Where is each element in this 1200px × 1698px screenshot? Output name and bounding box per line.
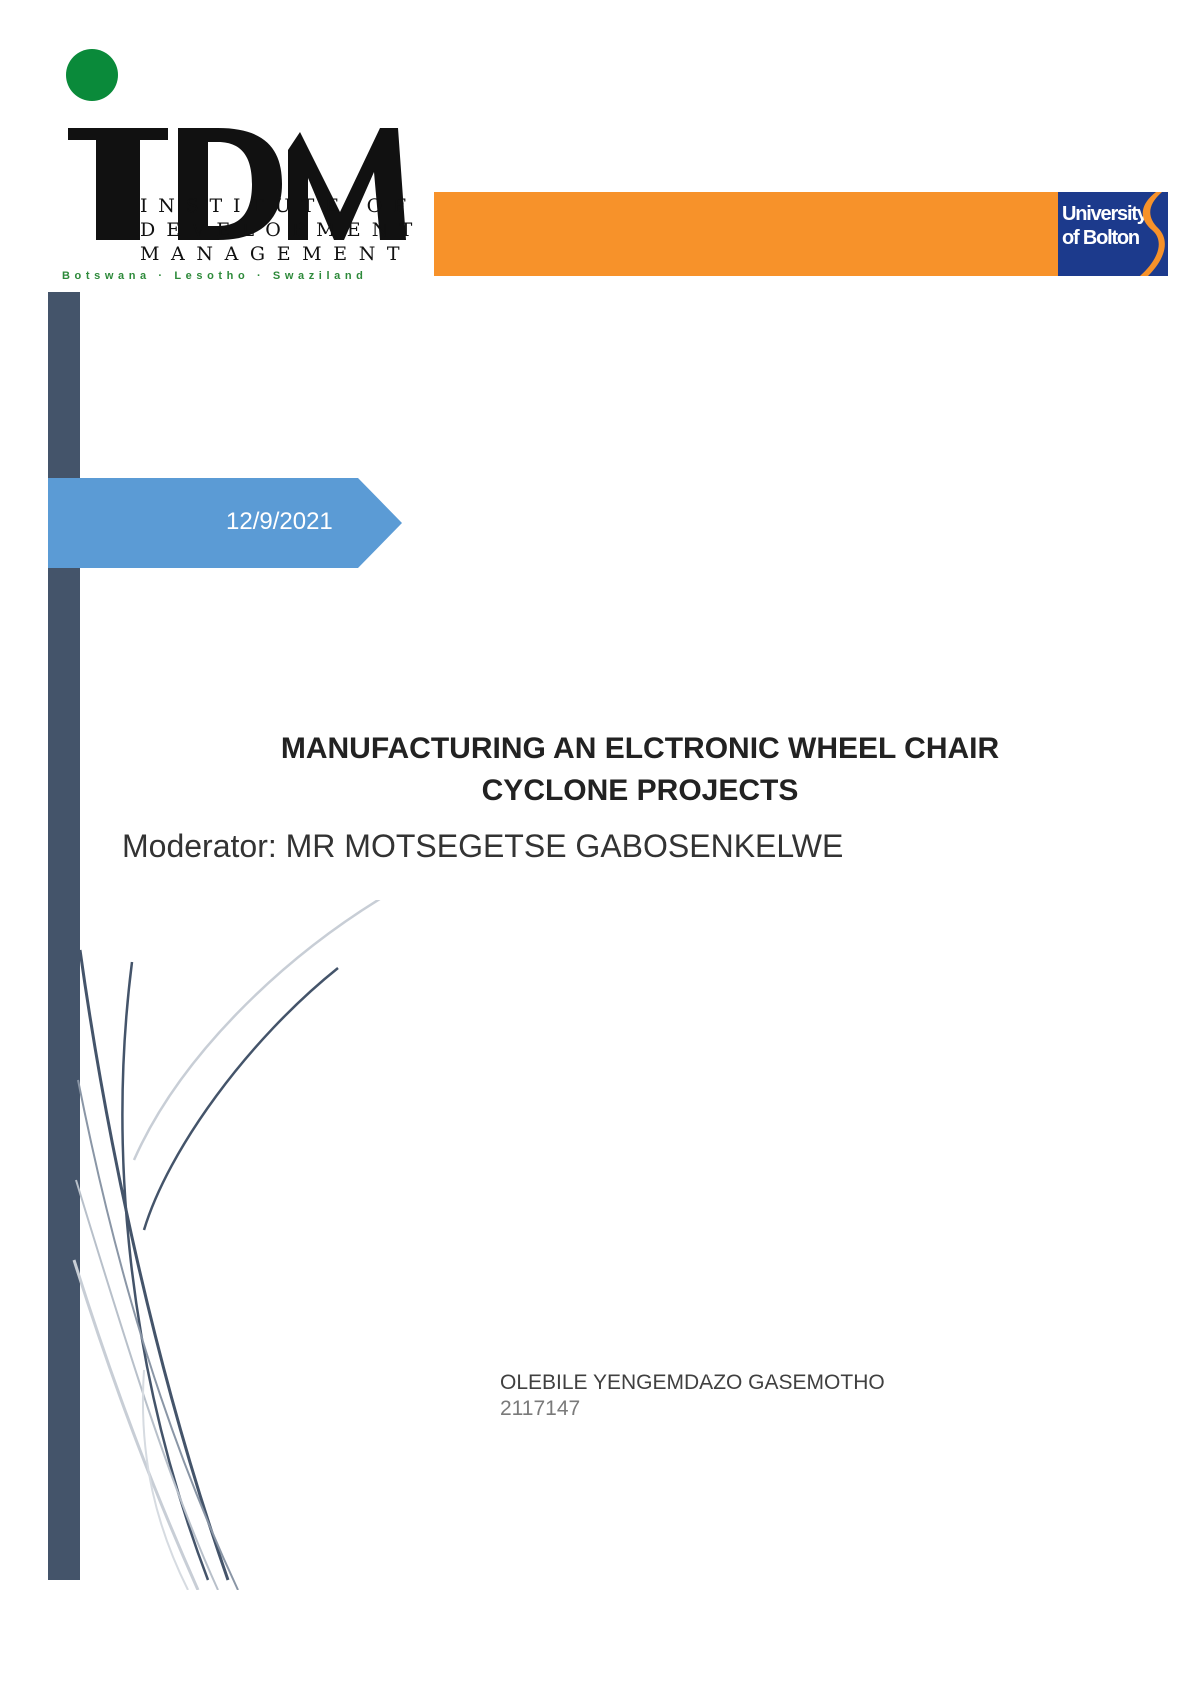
bolton-line-2: of Bolton [1062,227,1140,249]
idm-monogram [68,128,406,240]
bolton-logo: University of Bolton [1058,192,1168,276]
decorative-curves [72,900,381,1590]
document-date: 12/9/2021 [226,508,333,535]
moderator-line: Moderator: MR MOTSEGETSE GABOSENKELWE [122,828,844,864]
student-id: 2117147 [500,1397,581,1420]
title-line-2: CYCLONE PROJECTS [481,774,799,807]
author-block: OLEBILE YENGEMDAZO GASEMOTHO 2117147 [500,1370,885,1422]
idm-line-1: INSTITUTE OF [140,195,417,217]
bolton-line-1: University [1062,203,1148,225]
idm-countries: Botswana · Lesotho · Swaziland [62,270,368,282]
header-band [434,192,1058,276]
author-name: OLEBILE YENGEMDAZO GASEMOTHO [500,1371,885,1394]
title-line-1: MANUFACTURING AN ELCTRONIC WHEEL CHAIR [280,732,1000,765]
idm-logo-dot [66,49,118,101]
bolton-logo-text: University of Bolton [1062,202,1148,250]
idm-logo: INSTITUTE OF DEVELOPMENT MANAGEMENT Bots… [60,44,420,284]
idm-line-2: DEVELOPMENT [140,219,424,241]
bolton-swoosh-icon [1140,192,1165,276]
document-title: MANUFACTURING AN ELCTRONIC WHEEL CHAIR C… [120,728,1160,812]
date-arrow-banner [48,478,402,568]
idm-line-3: MANAGEMENT [140,243,412,265]
